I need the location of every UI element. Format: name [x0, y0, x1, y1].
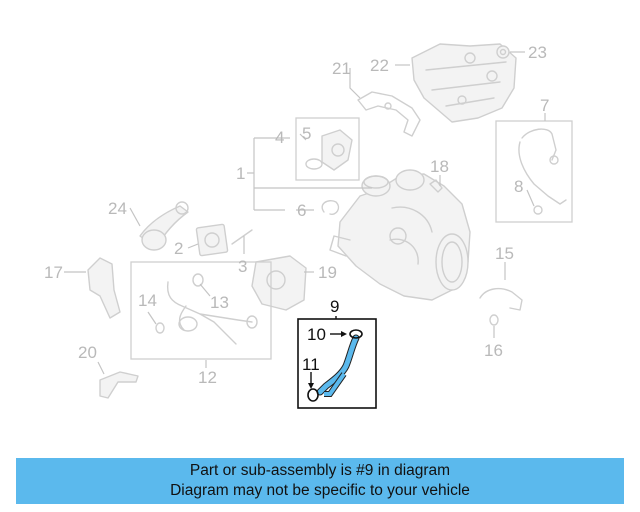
callout-13: 13 [210, 293, 229, 312]
heat-shield-part [411, 43, 517, 123]
bracket-part [357, 91, 421, 137]
callout-2: 2 [174, 239, 183, 258]
callout-14: 14 [138, 291, 157, 310]
coolant-pipe-highlighted [316, 334, 360, 397]
gasket-part [321, 200, 340, 215]
o-ring-11-highlighted [307, 388, 319, 402]
callout-8: 8 [514, 177, 523, 196]
callout-11: 11 [302, 355, 320, 374]
fitting-part [429, 179, 443, 193]
callout-4: 4 [275, 128, 284, 147]
water-pipe-part [155, 273, 258, 345]
box-part-12 [130, 261, 272, 360]
nut-part [496, 45, 510, 59]
callout-21: 21 [332, 59, 351, 78]
intake-pipe-part [139, 201, 189, 251]
outlet-flange-part [305, 129, 353, 171]
callout-9: 9 [330, 297, 339, 316]
box-part-7 [495, 120, 573, 223]
banner-line-2: Diagram may not be specific to your vehi… [170, 482, 470, 499]
lower-bracket-part [99, 371, 139, 399]
callout-19: 19 [318, 263, 337, 282]
callout-24: 24 [108, 199, 127, 218]
callout-1: 1 [236, 164, 245, 183]
stud-part [231, 229, 253, 245]
callout-15: 15 [495, 244, 514, 263]
callout-17: 17 [44, 263, 63, 282]
turbocharger-part [329, 169, 471, 301]
callout-16: 16 [484, 341, 503, 360]
callout-10: 10 [307, 325, 326, 344]
leader-lines [64, 51, 546, 389]
callout-18: 18 [430, 157, 449, 176]
return-line-part [479, 287, 523, 326]
callout-5: 5 [302, 124, 311, 143]
o-ring-10-highlighted [349, 329, 363, 339]
callout-6: 6 [297, 201, 306, 220]
callout-12: 12 [198, 368, 217, 387]
box-part-5 [295, 117, 360, 181]
oil-line-part [518, 128, 567, 215]
parts-diagram: 1 2 3 4 5 6 7 8 9 10 11 12 13 14 15 16 1… [44, 43, 573, 409]
callout-labels: 1 2 3 4 5 6 7 8 9 10 11 12 13 14 15 16 1… [44, 43, 549, 387]
info-banner: Part or sub-assembly is #9 in diagram Di… [16, 458, 624, 504]
lower-heat-shield-part [251, 255, 307, 311]
callout-23: 23 [528, 43, 547, 62]
callout-7: 7 [540, 96, 549, 115]
callout-22: 22 [370, 56, 389, 75]
callout-20: 20 [78, 343, 97, 362]
callout-3: 3 [238, 257, 247, 276]
support-bracket-part [87, 257, 121, 319]
gasket-plate-part [195, 223, 229, 257]
banner-line-1: Part or sub-assembly is #9 in diagram [189, 462, 451, 479]
